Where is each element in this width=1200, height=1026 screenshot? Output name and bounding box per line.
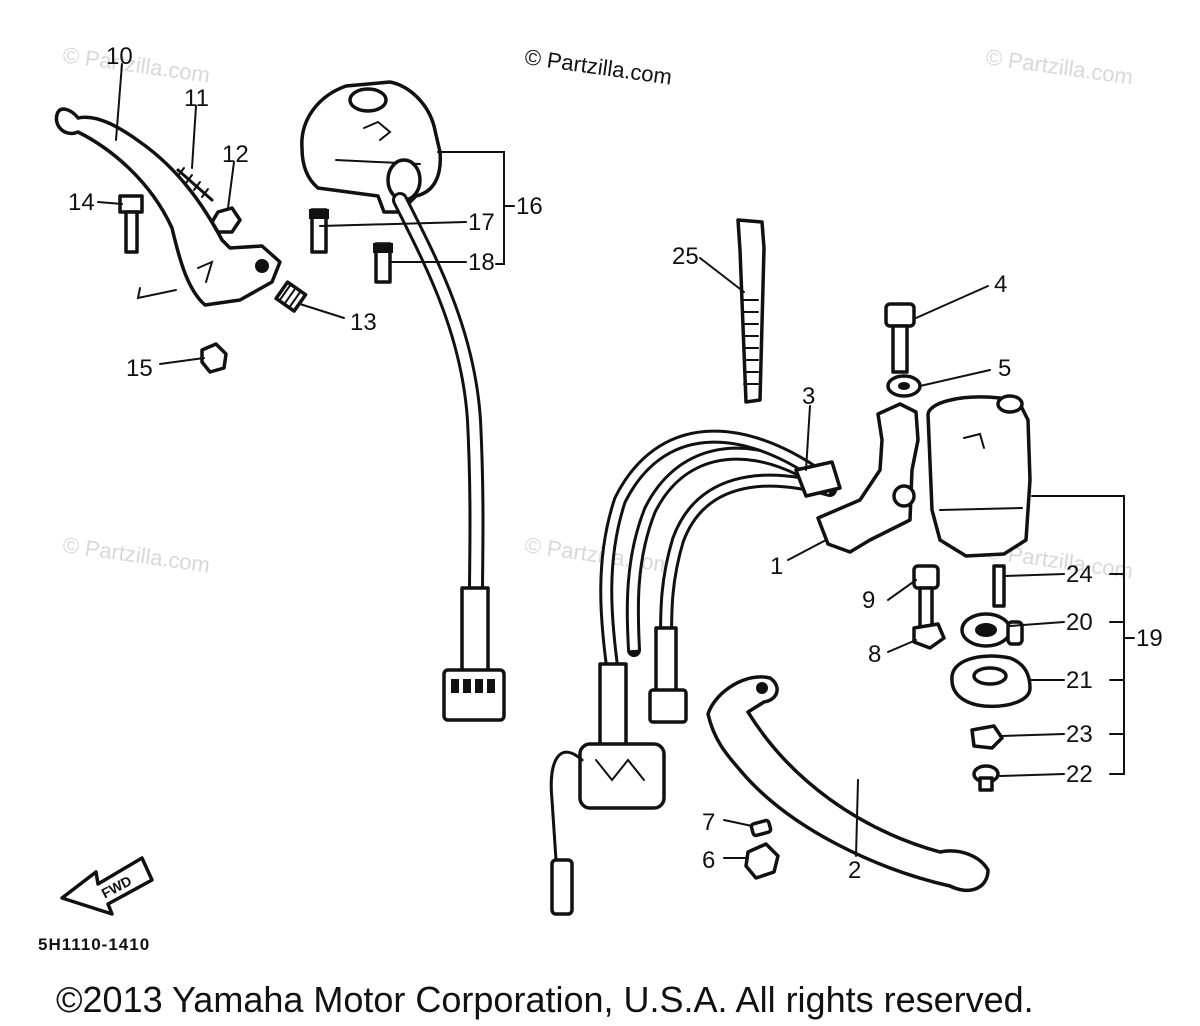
switch-knob — [348, 87, 388, 113]
callout-9: 9 — [862, 587, 875, 614]
callout-7: 7 — [702, 809, 715, 836]
brake-switch-3 — [794, 460, 842, 498]
callout-15: 15 — [126, 355, 153, 382]
diagram-code: 5H1110-1410 — [38, 935, 150, 954]
callout-23: 23 — [1066, 721, 1093, 748]
watermark: © Partzilla.com — [984, 44, 1134, 89]
copyright-notice: ©2013 Yamaha Motor Corporation, U.S.A. A… — [56, 979, 1034, 1020]
connector-left — [442, 668, 506, 722]
callout-14: 14 — [68, 189, 95, 216]
callout-25: 25 — [672, 243, 699, 270]
diaphragm-23 — [970, 724, 1004, 750]
callout-2: 2 — [848, 857, 861, 884]
callout-10: 10 — [106, 43, 133, 70]
nut-15 — [200, 342, 228, 374]
adjuster-13 — [274, 280, 308, 313]
nut-9 — [912, 564, 940, 590]
lever-holder-1 — [816, 402, 920, 554]
ground-wire — [549, 750, 584, 862]
connector-block — [578, 742, 666, 810]
master-cylinder — [926, 395, 1032, 558]
callout-22: 22 — [1066, 761, 1093, 788]
callout-18: 18 — [468, 249, 495, 276]
callout-6: 6 — [702, 847, 715, 874]
harness-cable — [392, 192, 485, 598]
watermark: © Partzilla.com — [523, 532, 673, 577]
bolt-4-shank — [891, 324, 909, 374]
lever-2 — [706, 675, 990, 892]
bolt-4-head — [884, 302, 916, 328]
bolt-8-shank — [918, 586, 934, 630]
callout-1: 1 — [770, 553, 783, 580]
nut-6 — [744, 842, 780, 880]
lever-bracket-line — [136, 287, 177, 300]
ground-terminal — [550, 858, 574, 916]
callout-13: 13 — [350, 309, 377, 336]
callout-8: 8 — [868, 641, 881, 668]
callout-numbers: 10 11 12 14 13 15 17 16 18 25 4 5 3 1 9 … — [68, 43, 1163, 884]
forward-arrow-icon: FWD — [60, 856, 154, 916]
watermark: © Partzilla.com — [61, 532, 211, 577]
bolt-8-head — [912, 622, 946, 650]
callout-11: 11 — [184, 85, 209, 112]
callout-17: 17 — [468, 209, 495, 236]
holder-pivot — [892, 484, 916, 508]
callout-5: 5 — [998, 355, 1011, 382]
callout-12: 12 — [222, 141, 249, 168]
washer-7 — [749, 818, 773, 838]
lever-10 — [54, 107, 282, 307]
screw-11 — [176, 168, 214, 202]
switch-button — [363, 120, 392, 141]
callout-16: 16 — [516, 193, 543, 220]
nut-12 — [210, 206, 242, 234]
cable-sleeve — [460, 586, 490, 680]
reservoir-cap — [996, 394, 1024, 414]
lever-pivot-hole — [255, 259, 269, 273]
leader-lines — [97, 63, 1135, 859]
tie-strap-25 — [736, 218, 766, 404]
callout-20: 20 — [1066, 609, 1093, 636]
connector-right — [648, 688, 688, 724]
brake-lever-assembly — [549, 302, 1032, 916]
callout-4: 4 — [994, 271, 1007, 298]
callout-3: 3 — [802, 383, 815, 410]
callout-19: 19 — [1136, 625, 1163, 652]
bolt-14-shank — [124, 210, 139, 254]
watermark: © Partzilla.com — [523, 44, 673, 89]
screw-24 — [992, 564, 1006, 608]
lever-mark — [197, 260, 214, 283]
bolt-14-head — [118, 194, 144, 214]
callout-24: 24 — [1066, 561, 1093, 588]
switch-lead-b — [659, 473, 837, 647]
watermark: © Partzilla.com — [61, 42, 211, 87]
cable-sleeve-right — [654, 626, 678, 694]
clutch-lever-assembly — [54, 107, 308, 374]
left-handlebar-switch — [300, 80, 506, 722]
callout-21: 21 — [1066, 667, 1093, 694]
